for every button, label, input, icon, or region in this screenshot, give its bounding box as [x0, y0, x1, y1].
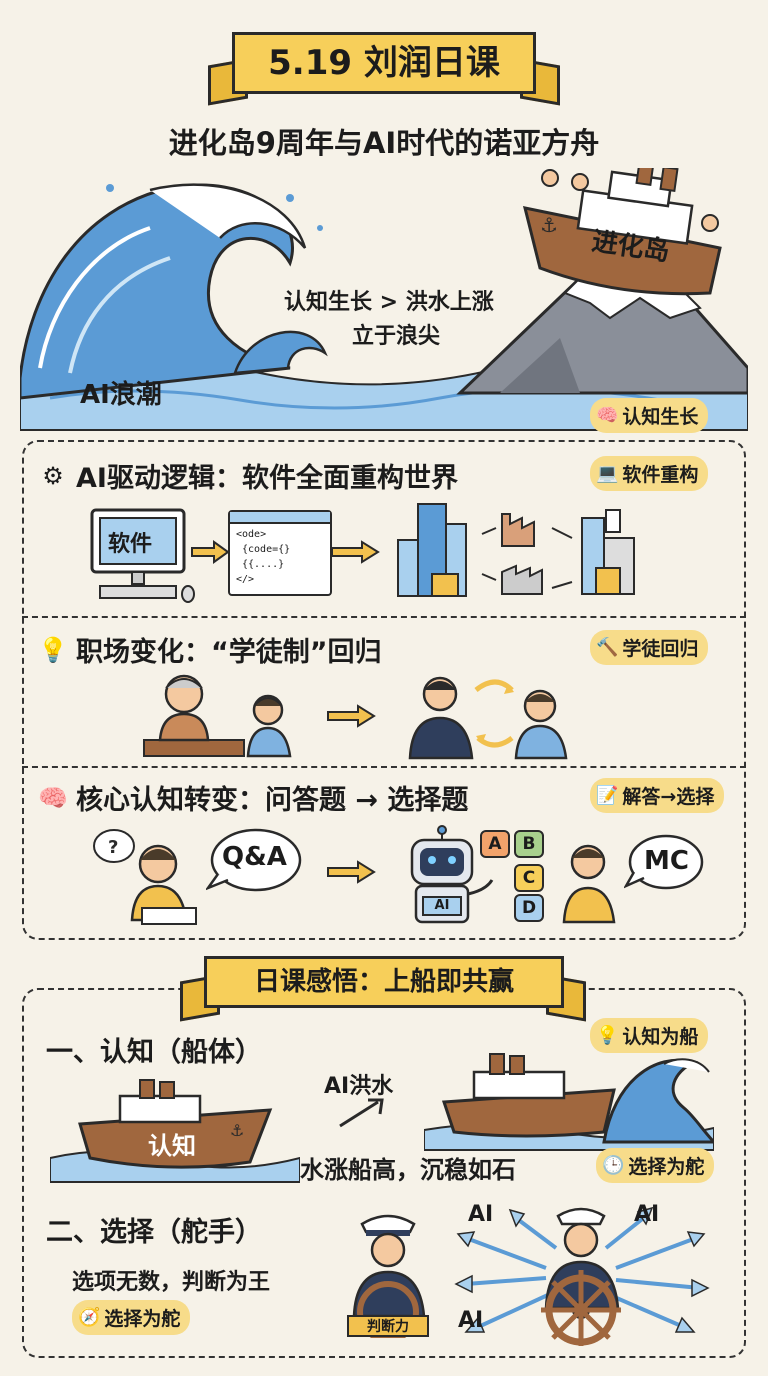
hero-tag-label: 认知生长 [622, 406, 699, 428]
ai-label-2: AI [634, 1202, 660, 1227]
cognition-ship-illustration: ⚓ [50, 1079, 300, 1183]
flood-label: AI洪水 [324, 1074, 394, 1099]
mc-bubble: MC [644, 846, 689, 876]
section1-tag-label: 软件重构 [622, 464, 699, 486]
code-window-titlebar [230, 512, 330, 524]
hero-wave-label: AI浪潮 [80, 380, 162, 410]
head-brain-icon: 🧠 [38, 783, 68, 812]
thinking-person-illustration: ? [93, 829, 197, 925]
insights-panel [22, 440, 746, 940]
section3-tag: 📝 解答→选择 [590, 778, 725, 813]
svg-text:⚓: ⚓ [540, 213, 558, 237]
ai-label-1: AI [468, 1202, 494, 1227]
divider-2 [22, 766, 746, 768]
colleagues-illustration [408, 676, 568, 760]
part1-tag2-label: 选择为舵 [628, 1156, 705, 1178]
part2-tag: 🧭 选择为舵 [72, 1300, 191, 1335]
code-line: {code={} [242, 544, 291, 555]
flood-ship-illustration [424, 1053, 714, 1151]
clock-icon: 🕒 [602, 1155, 625, 1176]
section1-heading-text: AI驱动逻辑：软件全面重构世界 [76, 463, 458, 494]
compass-icon: 🧭 [78, 1307, 101, 1328]
hero-illustration: ⚓ [20, 168, 748, 431]
summary-title: 日课感悟：上船即共赢 [204, 956, 564, 1008]
part1-caption: 水涨船高，沉稳如石 [300, 1156, 516, 1184]
code-line: <ode> [236, 529, 267, 540]
part1-tag: 💡 认知为船 [590, 1018, 709, 1053]
arrow-icon [331, 540, 380, 564]
arrow-icon [327, 704, 376, 728]
divider-1 [22, 616, 746, 618]
robot-label: AI [422, 896, 462, 916]
section3-heading: 🧠 核心认知转变：问答题 → 选择题 [38, 778, 468, 817]
page-title: 5.19 刘润日课 [232, 32, 536, 94]
monitor-label: 软件 [108, 532, 153, 557]
part2-caption: 选项无数，判断为王 [72, 1270, 271, 1295]
brain-icon: 🧠 [596, 405, 619, 426]
qa-bubble: Q&A [222, 842, 287, 872]
edit-icon: 📝 [596, 785, 619, 806]
rise-arrow-icon [339, 1098, 384, 1128]
svg-text:⚓: ⚓ [230, 1121, 244, 1140]
lightbulb-icon: 💡 [596, 1025, 619, 1046]
section2-heading-text: 职场变化：“学徒制”回归 [76, 637, 382, 668]
code-window: <ode> {code={} {{....} </> [228, 510, 332, 596]
wheel-label: 判断力 [367, 1319, 409, 1335]
hero-tag: 🧠 认知生长 [590, 398, 709, 433]
svg-text:?: ? [108, 837, 118, 858]
hero-center-line2: 立于浪尖 [352, 324, 441, 349]
part1-heading: 一、认知（船体） [46, 1037, 262, 1068]
city-illustration [397, 503, 635, 597]
laptop-icon: 💻 [596, 463, 619, 484]
hammer-icon: 🔨 [596, 637, 619, 658]
lightbulb-icon: 💡 [38, 635, 68, 664]
cognition-ship-label: 认知 [148, 1132, 196, 1160]
option-d: D [514, 894, 544, 922]
part1-tag-label: 认知为船 [622, 1026, 699, 1048]
qa-bubble-shape [206, 828, 302, 892]
mentor-illustration [143, 674, 292, 758]
part1-tag2: 🕒 选择为舵 [596, 1148, 715, 1183]
ai-label-3: AI [458, 1308, 484, 1333]
gear-icon: ⚙ [42, 461, 64, 490]
captain-illustration [347, 1214, 429, 1338]
arrow-icon [327, 860, 376, 884]
student-illustration [562, 844, 616, 924]
section2-tag-label: 学徒回归 [622, 638, 699, 660]
computer-illustration [90, 508, 195, 603]
page-subtitle: 进化岛9周年与AI时代的诺亚方舟 [168, 126, 600, 160]
section2-tag: 🔨 学徒回归 [590, 630, 709, 665]
section3-tag-label: 解答→选择 [622, 786, 715, 808]
option-b: B [514, 830, 544, 858]
helm-illustration [454, 1206, 710, 1346]
hero-center-line1: 认知生长 > 洪水上涨 [284, 290, 494, 315]
code-line: </> [236, 574, 255, 585]
mc-bubble-shape [624, 834, 704, 890]
arrow-icon [191, 540, 230, 564]
section1-heading: ⚙ AI驱动逻辑：软件全面重构世界 [38, 456, 458, 495]
option-a: A [480, 830, 510, 858]
option-c: C [514, 864, 544, 892]
part2-heading: 二、选择（舵手） [46, 1217, 262, 1248]
section3-heading-text: 核心认知转变：问答题 → 选择题 [76, 785, 469, 816]
part2-tag-label: 选择为舵 [104, 1308, 181, 1330]
code-line: {{....} [242, 559, 285, 570]
section2-heading: 💡 职场变化：“学徒制”回归 [38, 630, 382, 669]
section1-tag: 💻 软件重构 [590, 456, 709, 491]
